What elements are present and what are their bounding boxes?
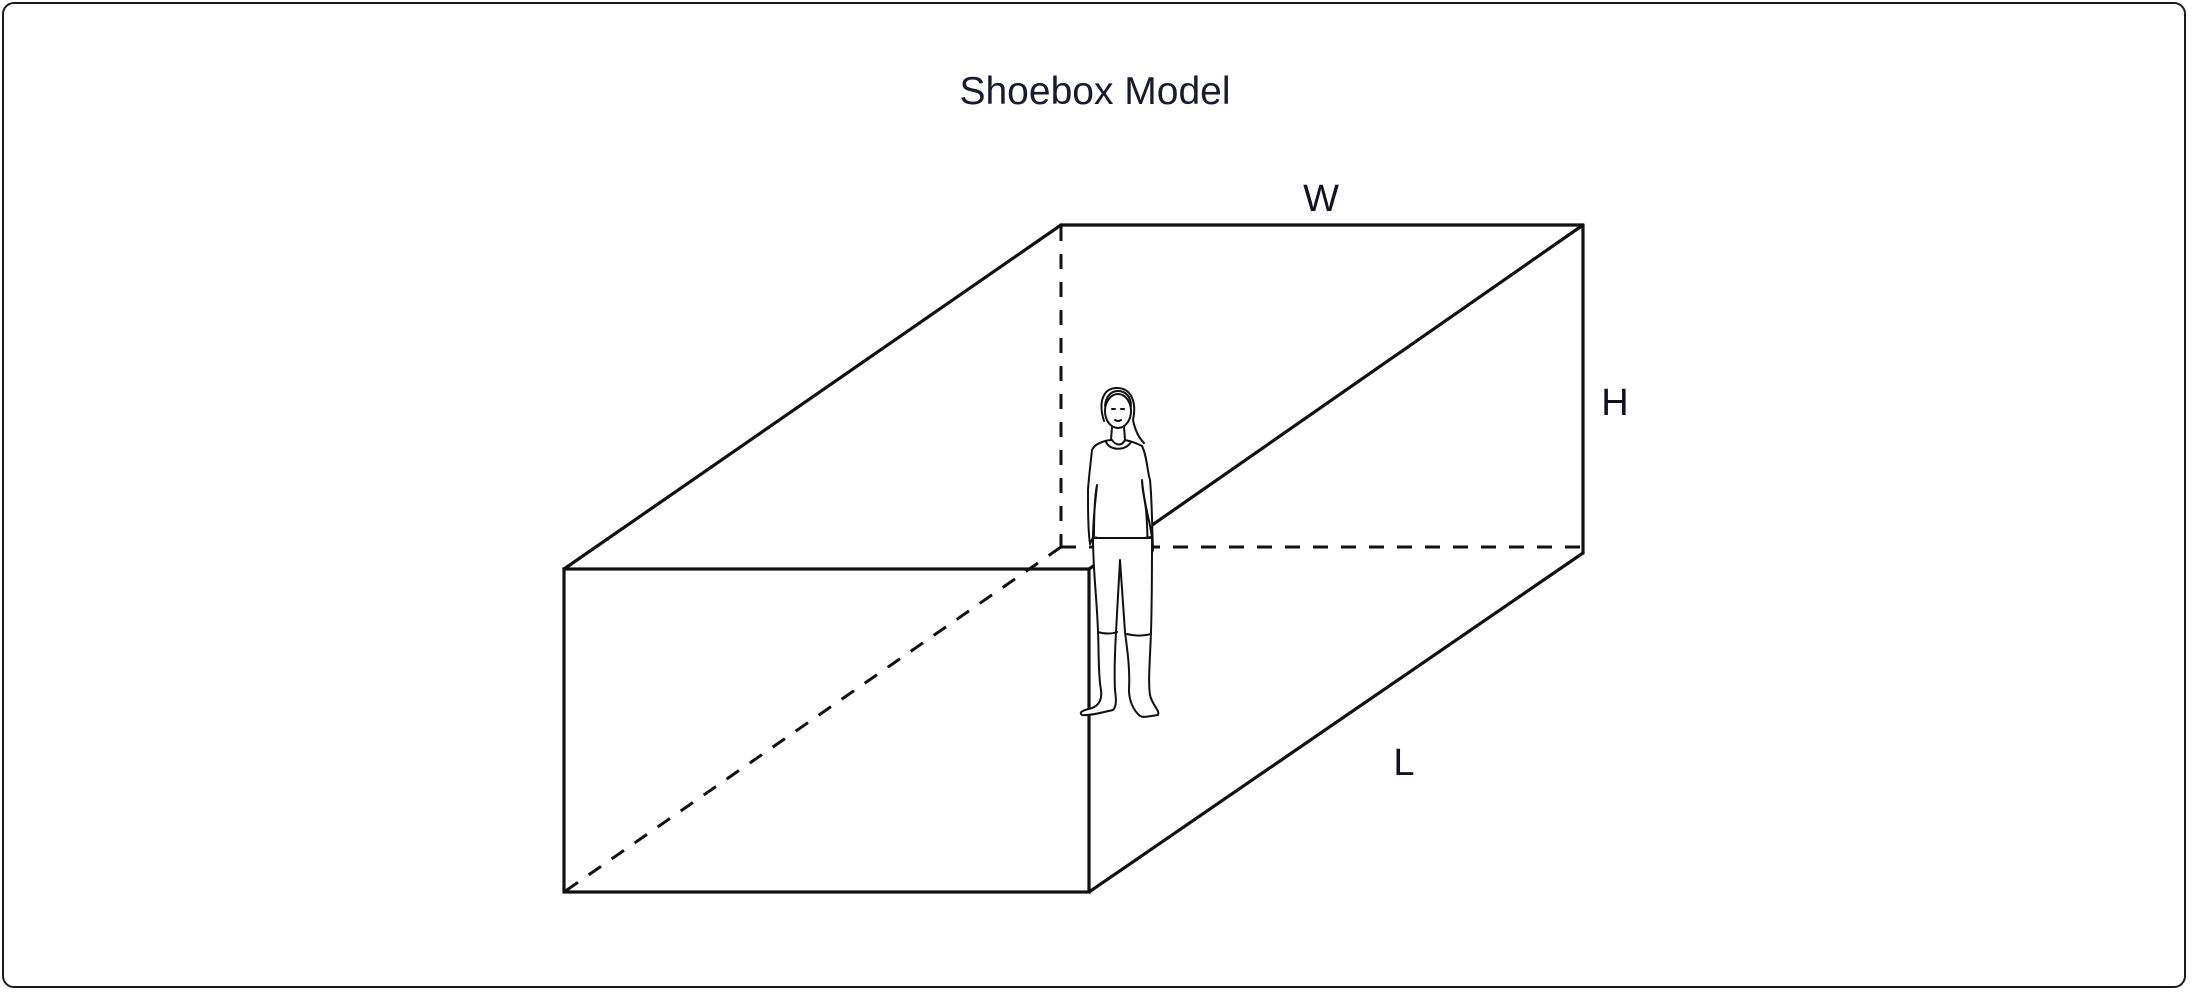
hidden-floor-diagonal-edge	[563, 545, 1062, 894]
hidden-edges	[563, 226, 1583, 894]
top-left-edge	[562, 223, 1063, 571]
width-label: W	[1303, 178, 1339, 220]
top-right-edge	[1087, 223, 1585, 571]
visible-edges	[562, 223, 1585, 894]
diagram-title: Shoebox Model	[959, 70, 1231, 113]
height-label: H	[1601, 382, 1628, 424]
standing-person-icon	[1079, 387, 1160, 718]
length-label: L	[1393, 742, 1414, 784]
bottom-right-edge	[1087, 551, 1585, 894]
front-face	[562, 567, 1091, 894]
